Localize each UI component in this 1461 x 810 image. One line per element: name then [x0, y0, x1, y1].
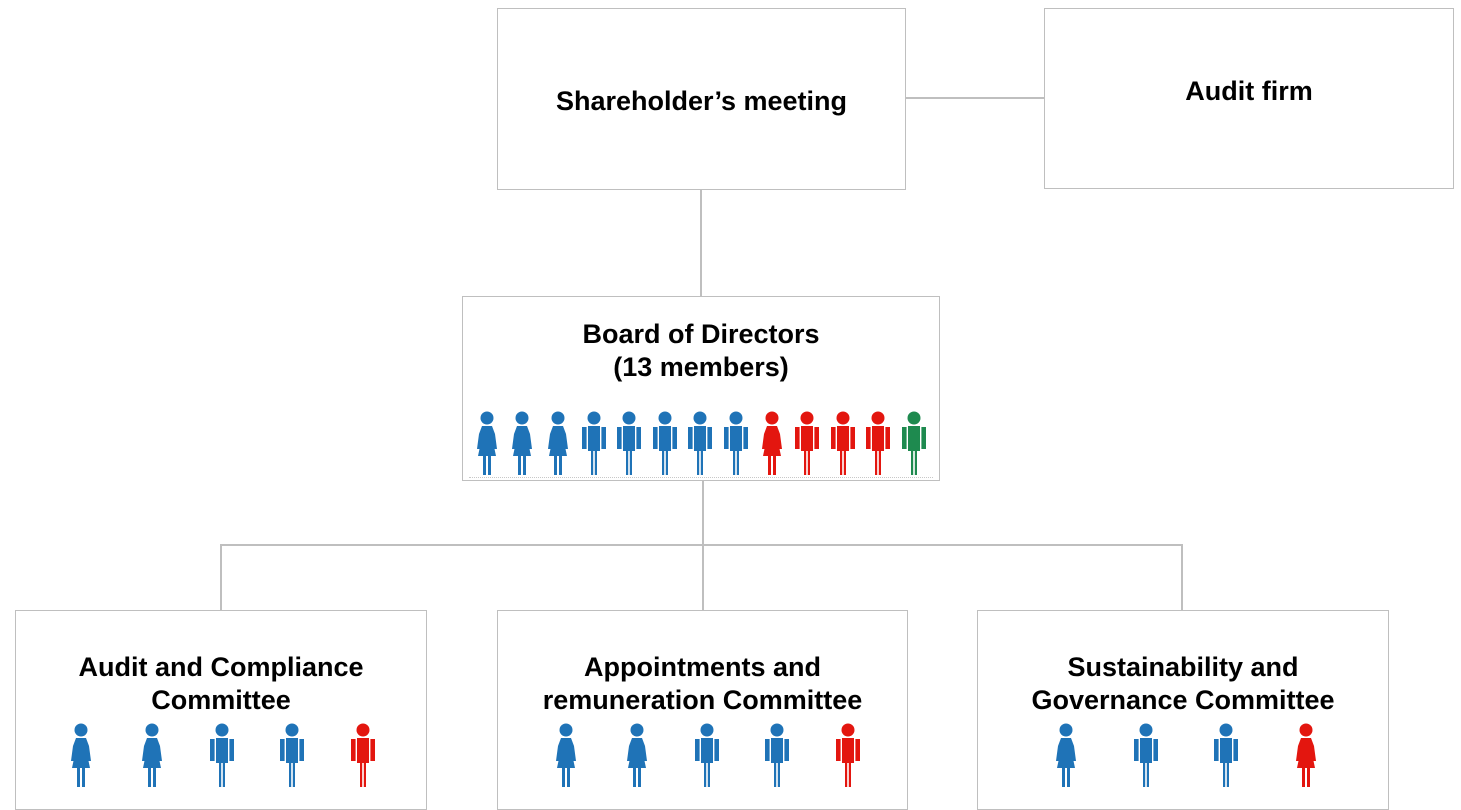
member-slot: [813, 723, 883, 789]
female-person-icon: [71, 723, 92, 787]
member-slot: [187, 723, 257, 789]
male-person-icon: [901, 411, 926, 475]
male-person-icon: [688, 411, 713, 475]
member-slot: [754, 411, 790, 477]
member-slot: [601, 723, 671, 789]
committee-members: [46, 723, 398, 789]
committee-members: [1026, 723, 1346, 789]
sustainability-governance-committee-box: Sustainability and Governance Committee: [977, 610, 1389, 810]
male-person-icon: [1214, 723, 1238, 787]
member-slot: [789, 411, 825, 477]
member-slot: [540, 411, 576, 477]
connector-shareholders-auditfirm: [905, 97, 1045, 99]
female-person-icon: [476, 411, 497, 475]
male-person-icon: [694, 723, 719, 787]
member-slot: [1266, 723, 1346, 789]
board-title: Board of Directors: [582, 319, 820, 349]
male-person-icon: [866, 411, 891, 475]
male-person-icon: [617, 411, 642, 475]
male-person-icon: [830, 411, 855, 475]
audit-firm-title: Audit firm: [1185, 76, 1313, 106]
member-slot: [1026, 723, 1106, 789]
member-slot: [46, 723, 116, 789]
member-slot: [672, 723, 742, 789]
committee-members: [531, 723, 883, 789]
male-person-icon: [795, 411, 820, 475]
member-slot: [576, 411, 612, 477]
female-person-icon: [547, 411, 568, 475]
male-person-icon: [652, 411, 677, 475]
female-person-icon: [1056, 723, 1076, 787]
connector-committee-1: [220, 544, 222, 610]
male-person-icon: [1134, 723, 1158, 787]
committee-title: Audit and Compliance: [78, 652, 364, 682]
committee-title: Sustainability and: [1067, 652, 1299, 682]
member-slot: [647, 411, 683, 477]
audit-firm-box: Audit firm: [1044, 8, 1454, 189]
member-slot: [531, 723, 601, 789]
male-person-icon: [581, 411, 606, 475]
connector-committee-3: [1181, 544, 1183, 610]
appointments-remuneration-committee-box: Appointments and remuneration Committee: [497, 610, 908, 810]
female-person-icon: [556, 723, 577, 787]
female-person-icon: [626, 723, 647, 787]
female-person-icon: [512, 411, 533, 475]
member-slot: [896, 411, 932, 477]
female-person-icon: [141, 723, 162, 787]
audit-compliance-committee-box: Audit and Compliance Committee: [15, 610, 427, 810]
member-slot: [116, 723, 186, 789]
female-person-icon: [1296, 723, 1316, 787]
female-person-icon: [761, 411, 782, 475]
connector-committee-2: [702, 544, 704, 610]
shareholders-meeting-box: Shareholder’s meeting: [497, 8, 906, 190]
member-slot: [683, 411, 719, 477]
member-slot: [718, 411, 754, 477]
member-slot: [742, 723, 812, 789]
member-slot: [1106, 723, 1186, 789]
male-person-icon: [765, 723, 790, 787]
connector-shareholders-board: [700, 189, 702, 296]
member-slot: [1186, 723, 1266, 789]
member-slot: [328, 723, 398, 789]
member-slot: [861, 411, 897, 477]
member-slot: [469, 411, 505, 477]
board-members: [469, 411, 933, 478]
member-slot: [257, 723, 327, 789]
male-person-icon: [835, 723, 860, 787]
member-slot: [611, 411, 647, 477]
committee-title: Appointments and: [584, 652, 821, 682]
committee-title: Governance Committee: [1031, 685, 1335, 715]
male-person-icon: [280, 723, 305, 787]
committee-title: remuneration Committee: [542, 685, 863, 715]
member-slot: [825, 411, 861, 477]
board-of-directors-box: Board of Directors (13 members): [462, 296, 940, 481]
male-person-icon: [350, 723, 375, 787]
male-person-icon: [209, 723, 234, 787]
member-slot: [505, 411, 541, 477]
board-member-count: (13 members): [613, 352, 789, 382]
connector-board-down: [702, 480, 704, 545]
committee-title: Committee: [151, 685, 291, 715]
shareholders-meeting-title: Shareholder’s meeting: [555, 86, 848, 116]
male-person-icon: [723, 411, 748, 475]
connector-committees-horizontal: [220, 544, 1183, 546]
